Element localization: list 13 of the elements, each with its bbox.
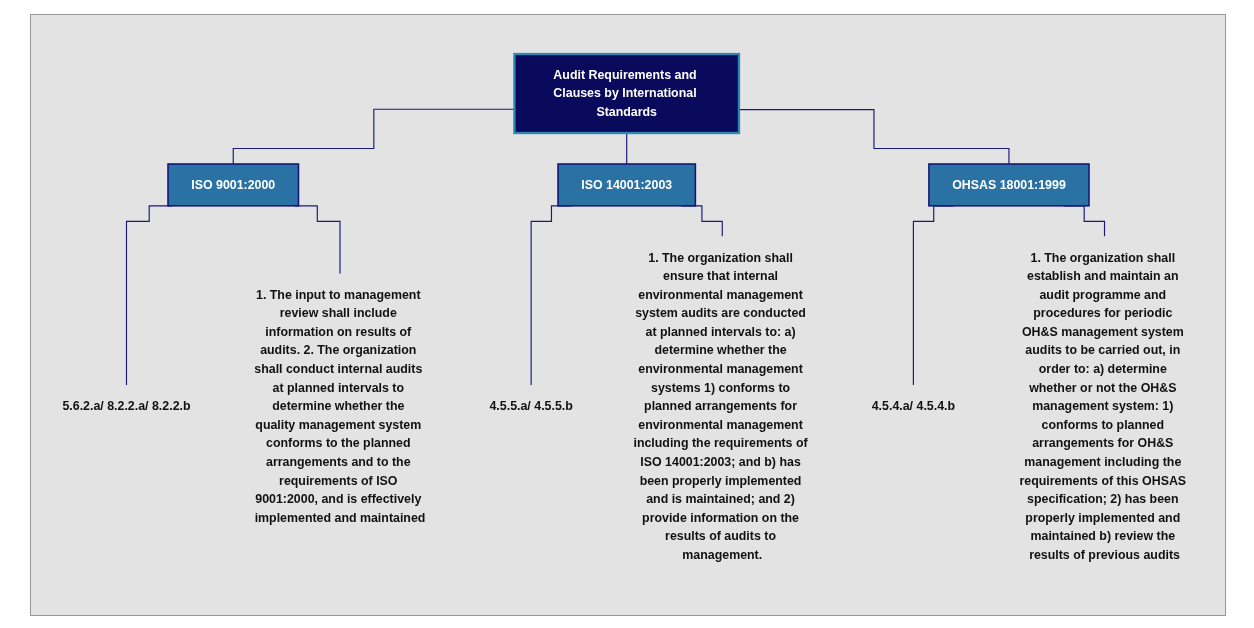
hierarchy-diagram: Audit Requirements and Clauses by International Standards ISO 9001:2000 ISO 14001:2003 OHSAS 18001:1999 5.6.2.a/ 8.2.2.a/ 8.2.2.b 1. The input to management review shall include information on results of audits. 2. The organization shall conduct internal audits at planned intervals to determine whether the quality management system conforms to the planned arrangements and to the requirements of ISO 9001:2000, and is effectively implemented and maintained 4.5.5.a/ 4.5.5.b 1. The organization shall ensure that internal environmental management system audits are conducted at planned intervals to: a) determine whether the environmental management systems 1) conforms to planned arrangements for environmental management including the requirements of ISO 14001:2003; and b) has been properly implemented and is maintained; and 2) provide information on the results of audits to management. 4.5.4.a/ 4.5.4.b 1. The organization shall establish and maintain an audit programme and procedures for periodic OH&S management system audits to be carried out, in order to: a) determine whether or not the OH&S management system: 1) conforms to planned arrangements for OH&S management including the requirements of this OHSAS specification; 2) has been properly implemented and maintained b) review the results of previous audits bbox=[33, 17, 1223, 613]
node-box bbox=[513, 52, 741, 135]
node-text: 1. The organization shall establish and maintain an audit programme and procedures for periodic OH&S management system audits to be carried out, in order to: a) determine whether or not the OH&S management system: 1) conforms to planned arrangements for OH&S management including the requirements of this OHSAS specification; 2) has been properly implemented and maintained b) review the results of previous audits bbox=[1019, 250, 1187, 562]
node-box bbox=[167, 163, 300, 207]
node-text: 4.5.4.a/ 4.5.4.b bbox=[871, 399, 956, 413]
node-box bbox=[557, 163, 697, 207]
node-text: 1. The input to management review shall include information on results of audits. 2. The organization shall conduct internal audits at planned intervals to determine whether the quality management system conforms to the planned arrangements and to the requirements of ISO 9001:2000, and is effectively implemented and maintained bbox=[254, 287, 426, 525]
node-text: 1. The organization shall ensure that internal environmental management system audits are conducted at planned intervals to: a) determine whether the environmental management systems 1) conforms to planned arrangements for environmental management including the requirements of ISO 14001:2003; and b) has been properly implemented and is maintained; and 2) provide information on the results of audits to management. bbox=[633, 250, 808, 562]
node-text: 5.6.2.a/ 8.2.2.a/ 8.2.2.b bbox=[62, 399, 191, 413]
connector bbox=[232, 108, 515, 165]
node-text: 4.5.5.a/ 4.5.5.b bbox=[489, 399, 573, 413]
connector bbox=[738, 109, 1010, 165]
node-box bbox=[928, 163, 1090, 207]
